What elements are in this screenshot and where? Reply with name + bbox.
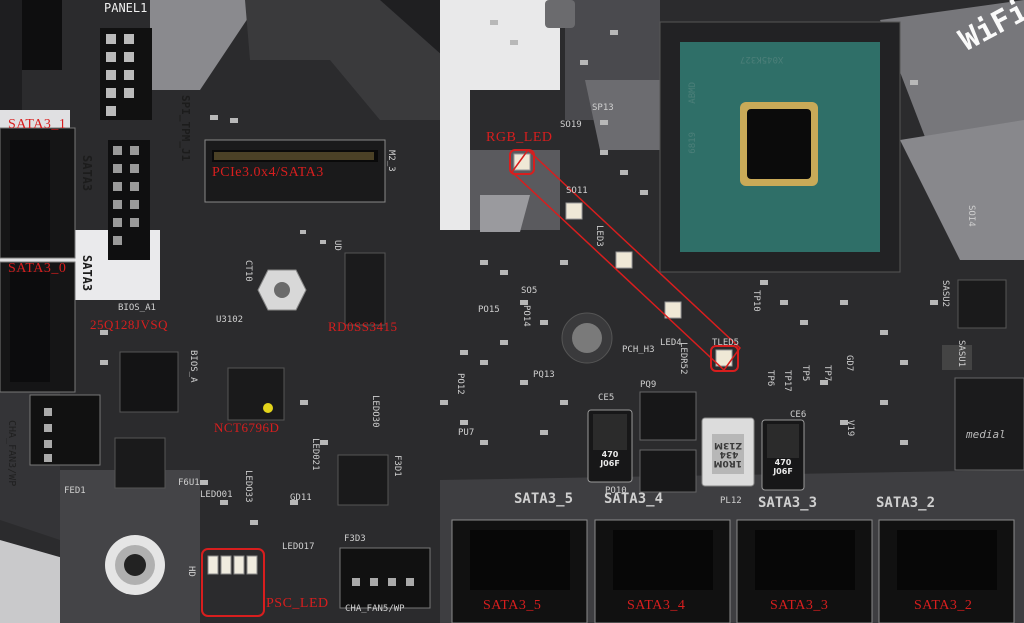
label-sata3-3: SATA3_3 — [770, 598, 829, 613]
silk-pq13: PQ13 — [533, 370, 555, 380]
silk-gd7: GD7 — [844, 355, 854, 372]
silk-po12: PO12 — [455, 373, 465, 395]
silk-soi4: SOI4 — [966, 205, 976, 227]
silk-m2-3: M2_3 — [386, 150, 396, 172]
silk-bios-a1: BIOS_A1 — [118, 303, 156, 313]
silk-led4: LED4 — [660, 338, 682, 348]
label-sata3-0: SATA3_0 — [8, 261, 67, 276]
silk-hd: HD — [186, 566, 196, 577]
silk-so11: SO11 — [566, 186, 588, 196]
silk-ce5: CE5 — [598, 393, 615, 403]
label-chip-25q: 25Q128JVSQ — [90, 317, 168, 332]
silk-tled5: TLED5 — [712, 338, 740, 348]
silk-led033: LEDO33 — [243, 470, 253, 503]
silk-sata3-4-top: SATA3_4 — [604, 491, 664, 507]
silk-sasu2: SASU2 — [940, 280, 950, 308]
silk-ledo30: LEDO30 — [370, 395, 380, 428]
silk-tp6: TP6 — [765, 370, 775, 387]
silk-v19: V19 — [845, 420, 855, 437]
label-sata3-4: SATA3_4 — [627, 598, 686, 613]
rgb-led-highlight — [509, 149, 535, 175]
label-sata3-1: SATA3_1 — [8, 117, 67, 132]
silk-ledo17: LEDO17 — [282, 542, 315, 552]
chip-marking-1: X045K327 — [740, 54, 784, 64]
label-pcie-slot: PCIe3.0x4/SATA3 — [212, 165, 324, 180]
silk-led021: LED021 — [310, 438, 320, 471]
chip-marking-2: ABMD — [688, 82, 698, 104]
silk-ud: UD — [332, 240, 342, 251]
realtek-chip-logo: medial — [966, 428, 1006, 441]
silk-po10: PO10 — [605, 486, 627, 496]
chip-marking-3: 6819 — [688, 132, 698, 154]
silk-po14: PO14 — [521, 305, 531, 327]
rgb-led-strip-outline — [511, 148, 741, 372]
silk-sata3-a: SATA3 — [80, 155, 94, 192]
silk-po15: PO15 — [478, 305, 500, 315]
silk-pl12: PL12 — [720, 496, 742, 506]
silk-f6u1: F6U1 — [178, 478, 200, 488]
silk-f3d3: F3D3 — [344, 534, 366, 544]
silk-ledr52: LEDR52 — [678, 342, 688, 375]
silk-so5: SO5 — [521, 286, 538, 296]
silk-tp7: TP7 — [822, 365, 832, 382]
silk-f3d1: F3D1 — [392, 455, 402, 477]
silk-ct10: CT10 — [243, 260, 253, 282]
label-sata3-2: SATA3_2 — [914, 598, 973, 613]
silk-tp17: TP17 — [782, 370, 792, 392]
label-psc-led: PSC_LED — [266, 596, 329, 611]
silk-sata3-3-top: SATA3_3 — [758, 495, 818, 511]
silk-fed1: FED1 — [64, 486, 86, 496]
silk-block — [150, 0, 260, 90]
silk-led3: LED3 — [594, 225, 604, 247]
silk-pu7: PU7 — [458, 428, 475, 438]
silk-ce6: CE6 — [790, 410, 807, 420]
label-sata3-5: SATA3_5 — [483, 598, 542, 613]
silk-so19: SO19 — [560, 120, 582, 130]
silk-sata3-2-top: SATA3_2 — [876, 495, 936, 511]
silk-sata3-5-top: SATA3_5 — [514, 491, 574, 507]
label-rgb-led: RGB_LED — [486, 130, 553, 145]
silk-tp5: TP5 — [800, 365, 810, 382]
silk-cha-fan5: CHA_FAN5/WP — [345, 604, 405, 614]
silk-tp10: TP10 — [751, 290, 761, 312]
silk-pq9: PQ9 — [640, 380, 657, 390]
silk-gd11: GD11 — [290, 493, 312, 503]
silk-sasu1: SASU1 — [956, 340, 966, 368]
silk-sata3-b: SATA3 — [80, 255, 94, 292]
psc-led-highlight — [201, 548, 265, 617]
silk-ledo01: LEDO01 — [200, 490, 233, 500]
silk-spi-tpm: SPI_TPM_J1 — [179, 95, 192, 162]
silk-cha-fan3: CHA_FAN3/WP — [6, 420, 17, 487]
silk-pch-h3: PCH_H3 — [622, 345, 655, 355]
silk-sp13: SP13 — [592, 103, 614, 113]
silk-panel1: PANEL1 — [104, 1, 148, 15]
silk-bios-a: BIOS_A — [188, 350, 198, 383]
label-chip-nct: NCT6796D — [214, 420, 280, 435]
label-chip-rd: RD0SS3415 — [328, 319, 398, 334]
silk-u3102: U3102 — [216, 315, 244, 325]
